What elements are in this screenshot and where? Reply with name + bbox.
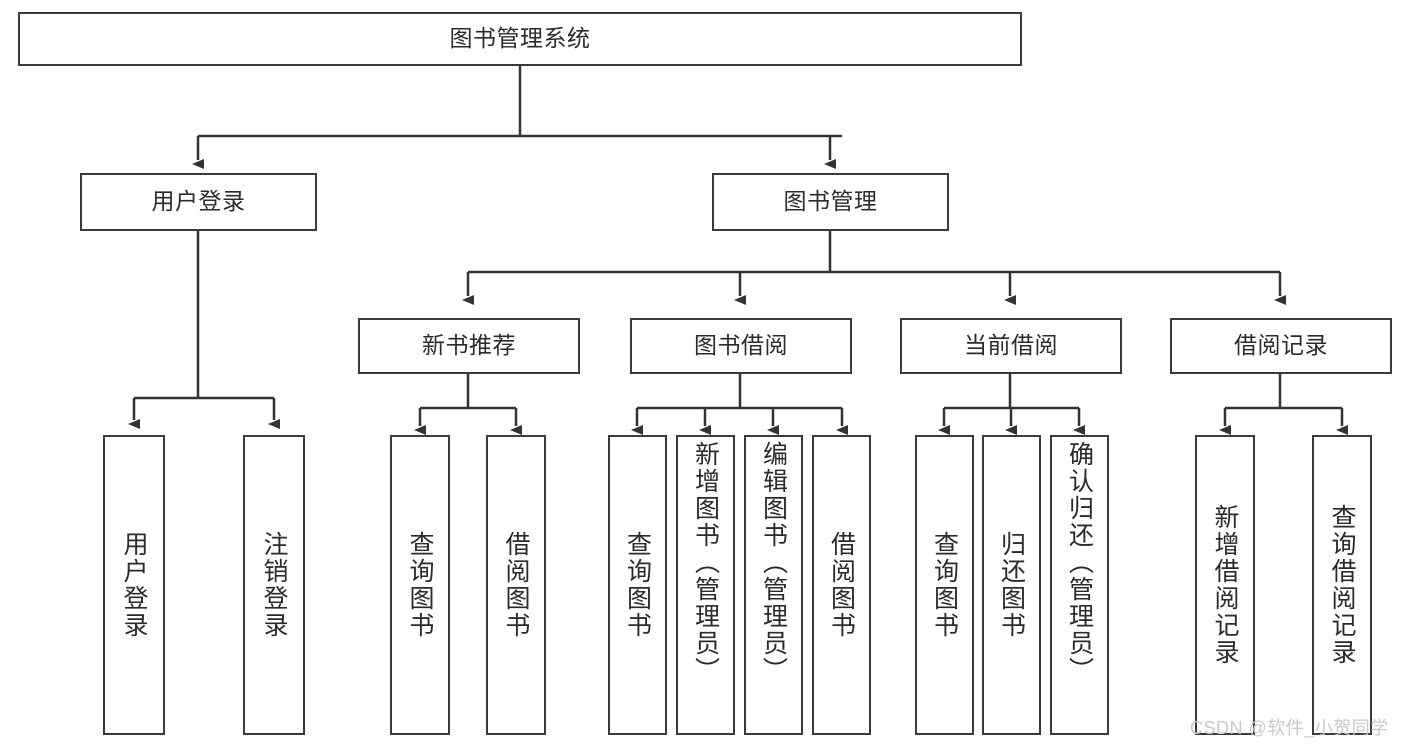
node-current-borrow-label: 当前借阅 [964, 332, 1058, 359]
node-leaf-borrow-books-1[interactable]: 借阅图书 [486, 435, 546, 735]
node-leaf-query-books-3-label: 查询图书 [930, 531, 959, 639]
node-borrow-record[interactable]: 借阅记录 [1170, 318, 1392, 374]
node-book-borrow-label: 图书借阅 [694, 332, 788, 359]
node-borrow-record-label: 借阅记录 [1234, 332, 1328, 359]
node-leaf-borrow-books-2[interactable]: 借阅图书 [812, 435, 871, 735]
node-leaf-edit-book-label: 编辑图书（管理员） [759, 441, 788, 684]
node-user-login[interactable]: 用户登录 [80, 173, 317, 231]
node-leaf-borrow-books-2-label: 借阅图书 [827, 531, 856, 639]
node-book-borrow[interactable]: 图书借阅 [630, 318, 852, 374]
node-leaf-confirm-return-label: 确认归还（管理员） [1065, 441, 1094, 684]
node-leaf-query-books-1-label: 查询图书 [406, 531, 434, 639]
node-leaf-query-books-1[interactable]: 查询图书 [390, 435, 450, 735]
node-leaf-logout[interactable]: 注销登录 [243, 435, 305, 735]
node-current-borrow[interactable]: 当前借阅 [900, 318, 1122, 374]
node-leaf-add-book-label: 新增图书（管理员） [691, 441, 720, 684]
node-leaf-query-record[interactable]: 查询借阅记录 [1312, 435, 1372, 735]
node-leaf-query-record-label: 查询借阅记录 [1328, 504, 1356, 666]
node-leaf-query-books-3[interactable]: 查询图书 [915, 435, 974, 735]
node-leaf-logout-label: 注销登录 [260, 531, 288, 639]
node-leaf-return-books[interactable]: 归还图书 [982, 435, 1041, 735]
node-leaf-user-login-label: 用户登录 [120, 531, 148, 639]
node-root-label: 图书管理系统 [449, 25, 591, 52]
node-leaf-confirm-return[interactable]: 确认归还（管理员） [1050, 435, 1109, 735]
node-leaf-add-book[interactable]: 新增图书（管理员） [676, 435, 735, 735]
node-leaf-add-record[interactable]: 新增借阅记录 [1195, 435, 1255, 735]
node-leaf-user-login[interactable]: 用户登录 [103, 435, 165, 735]
node-user-login-label: 用户登录 [151, 188, 246, 215]
node-book-management[interactable]: 图书管理 [712, 173, 949, 231]
node-book-management-label: 图书管理 [783, 188, 878, 215]
node-leaf-return-books-label: 归还图书 [997, 531, 1026, 639]
watermark-text: CSDN @软件_小贺同学 [1190, 718, 1389, 738]
node-root[interactable]: 图书管理系统 [18, 12, 1022, 66]
node-leaf-query-books-2-label: 查询图书 [623, 531, 652, 639]
node-leaf-edit-book[interactable]: 编辑图书（管理员） [744, 435, 803, 735]
node-leaf-borrow-books-1-label: 借阅图书 [502, 531, 530, 639]
node-new-book-recommend[interactable]: 新书推荐 [358, 318, 580, 374]
node-leaf-add-record-label: 新增借阅记录 [1211, 504, 1239, 666]
node-leaf-query-books-2[interactable]: 查询图书 [608, 435, 667, 735]
node-new-book-recommend-label: 新书推荐 [422, 332, 516, 359]
